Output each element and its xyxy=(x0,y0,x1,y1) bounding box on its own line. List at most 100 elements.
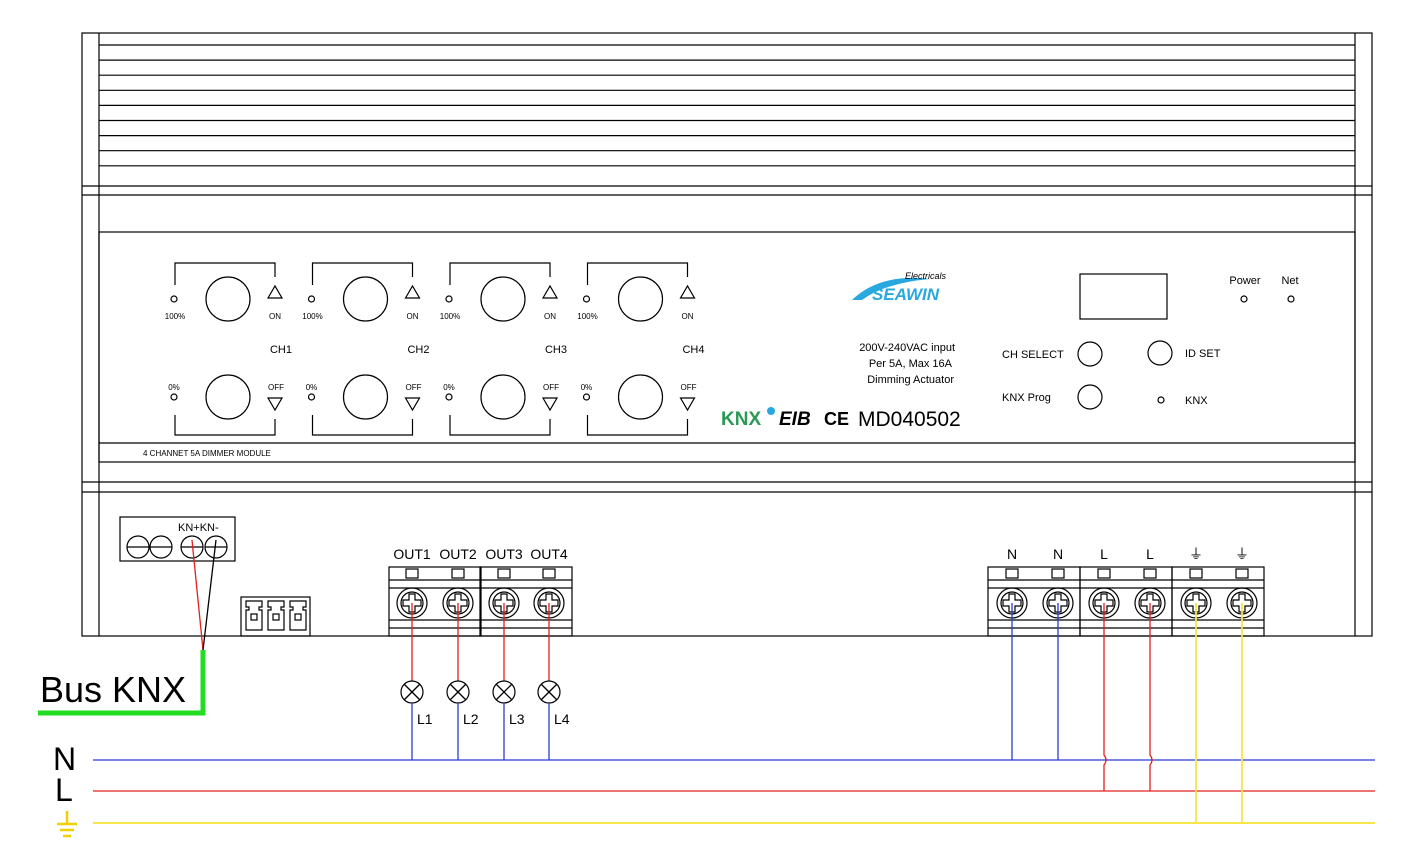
terminal-latch xyxy=(1235,568,1249,579)
net-label: Net xyxy=(1281,275,1298,287)
connector-pin xyxy=(245,600,263,631)
brand-logo: SEAWIN Electricals xyxy=(852,271,947,304)
pct-100-label: 100% xyxy=(577,312,597,321)
off-label: OFF xyxy=(543,383,559,392)
channel-up-button[interactable] xyxy=(342,276,389,322)
brand-subtitle: Electricals xyxy=(905,271,947,281)
terminal-label: OUT3 xyxy=(485,546,523,562)
brand-name: SEAWIN xyxy=(872,285,940,304)
terminal-block xyxy=(479,566,573,637)
on-triangle-icon xyxy=(404,284,421,299)
channel-down-button[interactable] xyxy=(205,374,251,420)
on-label: ON xyxy=(544,312,556,321)
channel-bracket-top xyxy=(586,262,689,285)
load-label: L2 xyxy=(463,711,479,727)
load-label: L4 xyxy=(554,711,570,727)
terminal-label: N xyxy=(1053,546,1063,562)
knx-logo: KNX xyxy=(721,409,761,430)
pct-0-label: 0% xyxy=(581,383,593,392)
pct-0-label: 0% xyxy=(443,383,455,392)
terminal-label: L xyxy=(1146,546,1154,562)
off-label: OFF xyxy=(681,383,697,392)
supply-live-wire xyxy=(1103,603,1107,791)
channel-name: CH3 xyxy=(545,344,567,356)
screw-cross-icon xyxy=(1048,593,1068,613)
terminal-label: N xyxy=(1007,546,1017,562)
off-triangle-icon xyxy=(404,397,421,412)
channel-down-button[interactable] xyxy=(480,374,526,420)
level-0-led xyxy=(307,393,316,401)
on-label: ON xyxy=(407,312,419,321)
bus-terminal-label: KN+KN- xyxy=(178,522,219,534)
bus-plus-wire xyxy=(191,539,204,651)
channel-down-button[interactable] xyxy=(342,374,389,420)
channel-up-button[interactable] xyxy=(205,276,251,322)
spec-line-1: 200V-240VAC input xyxy=(859,342,955,354)
level-0-led xyxy=(170,393,178,401)
channel-bracket-bottom xyxy=(586,415,689,436)
id-set-button[interactable] xyxy=(1147,340,1173,366)
power-led xyxy=(1240,295,1248,303)
channel-bracket-top xyxy=(311,262,414,285)
terminal-label: L xyxy=(1100,546,1108,562)
lamp-cross xyxy=(540,683,558,701)
terminal-latch xyxy=(405,568,419,579)
connector-pin-hole xyxy=(272,613,280,621)
on-label: ON xyxy=(682,312,694,321)
terminal-latch xyxy=(1189,568,1203,579)
on-triangle-icon xyxy=(541,284,559,299)
knx-led-label: KNX xyxy=(1185,395,1208,407)
channel-bracket-bottom xyxy=(174,415,276,436)
channel-up-button[interactable] xyxy=(480,276,526,322)
front-panel xyxy=(98,231,1356,463)
channel-up-button[interactable] xyxy=(617,276,664,322)
connector-pin-hole xyxy=(250,613,258,621)
screw-cross-icon xyxy=(402,593,422,613)
on-triangle-icon xyxy=(679,284,696,299)
channel-3: 100% ON 0% OFF CH3 xyxy=(440,262,567,436)
terminal-block xyxy=(388,566,482,637)
ce-mark: CE xyxy=(824,409,849,429)
knx-logo-dot xyxy=(767,407,775,415)
control-section: Power Net CH SELECT ID SET KNX Prog KNX xyxy=(1002,273,1299,410)
brand-swoosh xyxy=(852,277,930,300)
terminal-latch xyxy=(1005,568,1019,579)
level-0-led xyxy=(582,393,591,401)
channel-down-button[interactable] xyxy=(617,374,664,420)
display-window xyxy=(1079,273,1168,320)
load-label: L3 xyxy=(509,711,525,727)
bus-minus-wire xyxy=(202,539,217,651)
level-100-led xyxy=(307,295,316,303)
level-100-led xyxy=(582,295,591,303)
knx-prog-label: KNX Prog xyxy=(1002,392,1051,404)
screw-cross-icon xyxy=(448,593,468,613)
knx-led xyxy=(1157,396,1165,404)
level-100-led xyxy=(170,295,178,303)
connector-pin xyxy=(289,600,307,631)
pct-0-label: 0% xyxy=(168,383,180,392)
channel-bracket-top xyxy=(449,262,551,285)
ch-select-button[interactable] xyxy=(1077,341,1103,367)
terminal-label: OUT2 xyxy=(439,546,477,562)
off-label: OFF xyxy=(268,383,284,392)
lamp-cross xyxy=(449,683,467,701)
pct-100-label: 100% xyxy=(165,312,185,321)
pct-100-label: 100% xyxy=(440,312,460,321)
supply-live-wire xyxy=(1149,603,1153,791)
terminal-latch xyxy=(1097,568,1111,579)
eib-logo: EIB xyxy=(779,409,811,430)
lamp-cross xyxy=(403,683,421,701)
terminal-latch xyxy=(1143,568,1157,579)
neutral-label: N xyxy=(53,741,76,777)
screw-cross-icon xyxy=(539,593,559,613)
cooling-fins xyxy=(99,44,1355,167)
terminal-label: OUT4 xyxy=(530,546,568,562)
live-label: L xyxy=(55,772,73,808)
ch-select-label: CH SELECT xyxy=(1002,349,1064,361)
knx-prog-button[interactable] xyxy=(1077,384,1103,410)
terminal-label: ⏚ xyxy=(1189,546,1203,562)
pct-0-label: 0% xyxy=(306,383,318,392)
